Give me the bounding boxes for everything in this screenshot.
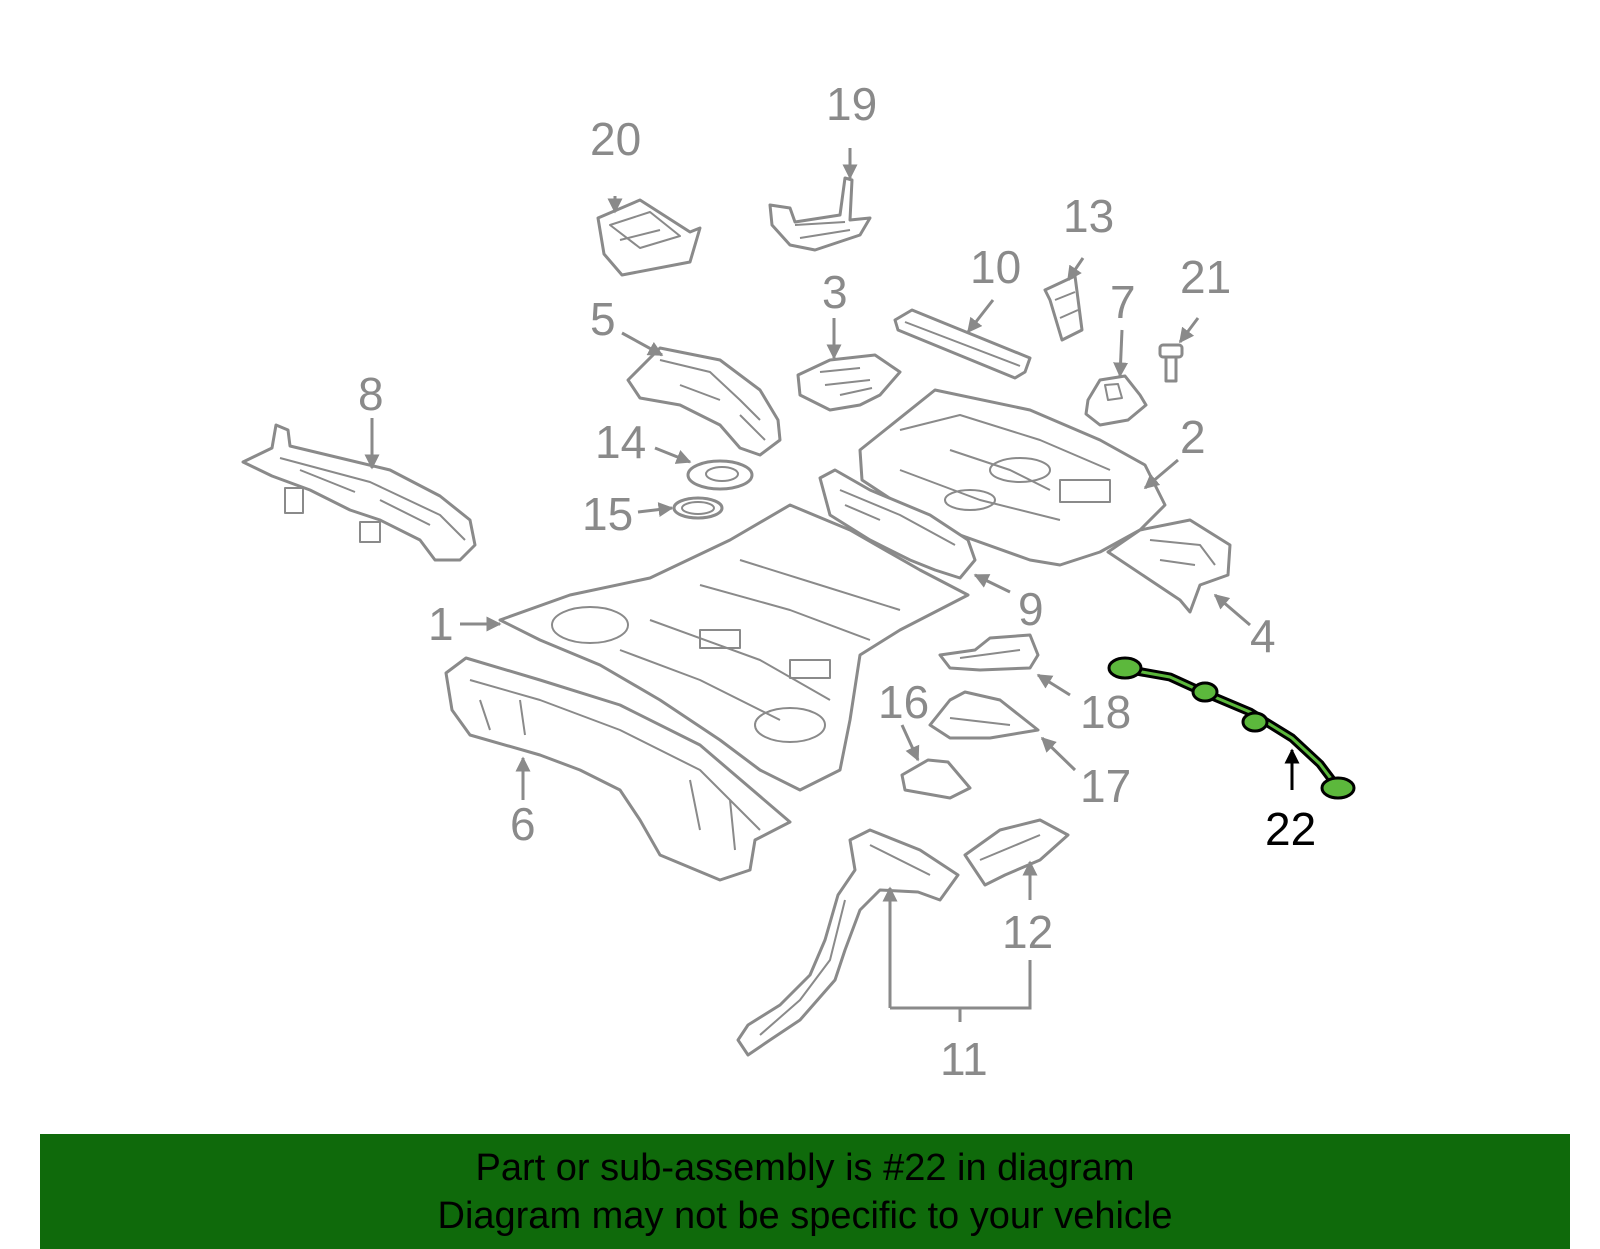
part-21-bolt[interactable] [1158, 343, 1184, 383]
callout-21: 21 [1180, 251, 1231, 303]
parts-diagram: 20 19 13 21 10 7 3 5 14 15 8 2 4 9 1 6 1… [241, 78, 1356, 1085]
callout-labels: 20 19 13 21 10 7 3 5 14 15 8 2 4 9 1 6 1… [358, 78, 1316, 1085]
part-15-ring[interactable] [672, 496, 724, 520]
callout-17: 17 [1080, 760, 1131, 812]
callout-6: 6 [510, 798, 536, 850]
callout-19: 19 [826, 78, 877, 130]
callout-2: 2 [1180, 411, 1206, 463]
part-9-rail[interactable] [818, 468, 977, 580]
part-17-bracket[interactable] [928, 690, 1040, 740]
part-5-bracket[interactable] [626, 346, 782, 457]
part-20-bracket[interactable] [596, 198, 702, 277]
callout-15: 15 [582, 488, 633, 540]
callout-5: 5 [590, 293, 616, 345]
callout-10: 10 [970, 241, 1021, 293]
leader-lines [364, 148, 1300, 1022]
callout-7: 7 [1110, 276, 1136, 328]
callout-1: 1 [428, 598, 454, 650]
part-16-bracket[interactable] [900, 758, 972, 800]
callout-13: 13 [1063, 190, 1114, 242]
banner-line-2: Diagram may not be specific to your vehi… [437, 1195, 1173, 1237]
callout-9: 9 [1018, 583, 1044, 635]
part-10-crossmember[interactable] [893, 308, 1032, 380]
callout-16: 16 [878, 676, 929, 728]
part-22-brace[interactable] [1107, 656, 1356, 800]
part-1-rear-floor[interactable] [498, 503, 970, 792]
callout-12: 12 [1002, 906, 1053, 958]
part-8-side-member[interactable] [241, 423, 477, 562]
part-11-member[interactable] [736, 828, 960, 1057]
callout-11: 11 [940, 1033, 988, 1085]
info-banner: Part or sub-assembly is #22 in diagram D… [40, 1134, 1570, 1249]
part-18-bracket[interactable] [938, 633, 1040, 672]
part-12-member[interactable] [963, 818, 1070, 887]
banner-line-1: Part or sub-assembly is #22 in diagram [475, 1147, 1135, 1189]
part-13-bracket[interactable] [1043, 274, 1084, 342]
part-14-plate[interactable] [686, 459, 754, 491]
callout-22: 22 [1265, 803, 1316, 855]
part-6-panel[interactable] [444, 656, 792, 882]
part-3-panel[interactable] [796, 353, 902, 412]
callout-18: 18 [1080, 686, 1131, 738]
callout-20: 20 [590, 113, 641, 165]
callout-14: 14 [595, 416, 646, 468]
callout-4: 4 [1250, 610, 1276, 662]
part-7-bracket[interactable] [1084, 374, 1148, 427]
callout-8: 8 [358, 368, 384, 420]
callout-3: 3 [822, 266, 848, 318]
part-4-bracket[interactable] [1106, 518, 1232, 614]
part-19-bracket[interactable] [768, 176, 872, 252]
